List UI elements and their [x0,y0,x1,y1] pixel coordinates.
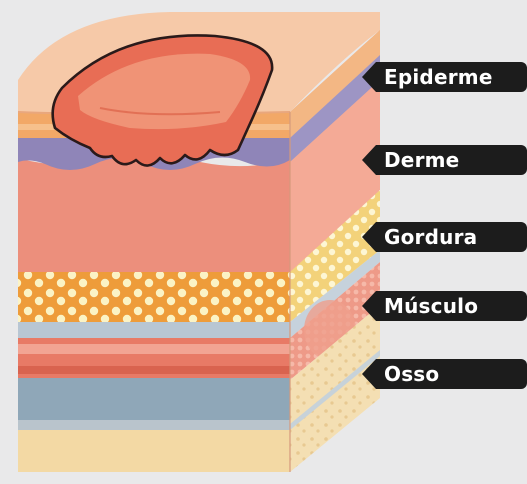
label-gordura-text: Gordura [376,225,477,249]
label-epiderme-text: Epiderme [376,65,493,89]
dermis-layer-front [18,155,290,272]
label-pointer-icon [362,359,376,389]
label-pointer-icon [362,62,376,92]
label-gordura: Gordura [362,222,527,252]
label-pointer-icon [362,222,376,252]
label-derme: Derme [362,145,527,175]
label-osso-text: Osso [376,362,439,386]
label-osso: Osso [362,359,527,389]
label-pointer-icon [362,145,376,175]
label-epiderme: Epiderme [362,62,527,92]
label-musculo-text: Músculo [376,294,478,318]
fat-layer-front [18,270,290,322]
label-derme-text: Derme [376,148,459,172]
label-musculo: Músculo [362,291,527,321]
label-pointer-icon [362,291,376,321]
bone-grey-band [18,376,290,424]
